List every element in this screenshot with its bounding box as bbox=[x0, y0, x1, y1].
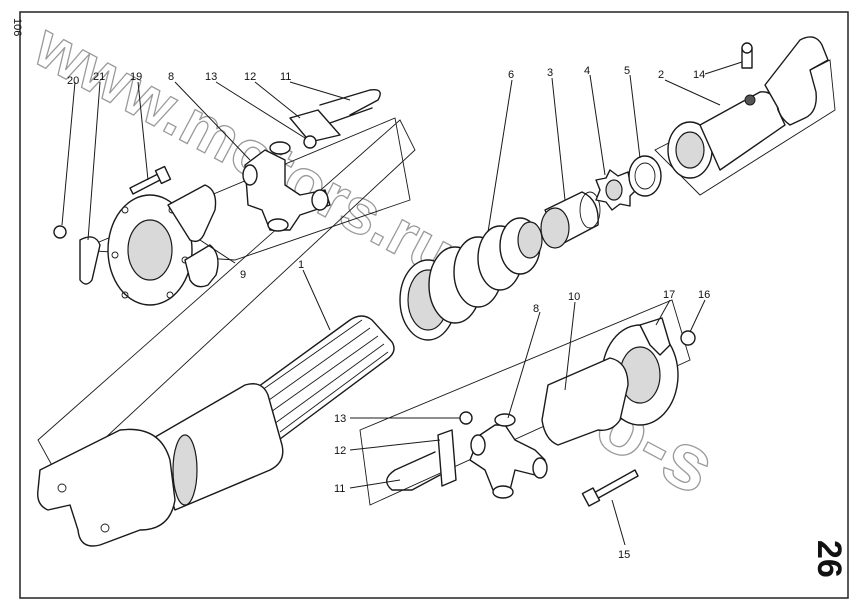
bolt-upper bbox=[129, 173, 161, 195]
part-label-8-lower: 8 bbox=[533, 303, 539, 315]
ring-part bbox=[628, 155, 662, 197]
part-label-3: 3 bbox=[547, 67, 553, 79]
nut-upper bbox=[53, 225, 67, 239]
leader-lines bbox=[61, 61, 743, 546]
part-label-12-upper: 12 bbox=[244, 71, 256, 83]
retaining-plate-upper bbox=[289, 109, 341, 143]
u-bolt-upper bbox=[319, 89, 381, 124]
upper-universal-joint-group bbox=[53, 89, 411, 306]
part-label-8-upper: 8 bbox=[168, 71, 174, 83]
figure-number: 26 bbox=[810, 540, 848, 578]
part-label-17: 17 bbox=[663, 289, 675, 301]
nut-13-lower bbox=[459, 411, 473, 425]
page-frame bbox=[19, 11, 849, 599]
part-label-12-lower: 12 bbox=[334, 445, 346, 457]
part-label-14: 14 bbox=[693, 69, 705, 81]
sleeve-yoke-part bbox=[654, 36, 836, 196]
retaining-plate-lower bbox=[437, 429, 457, 487]
part-label-6: 6 bbox=[508, 69, 514, 81]
nut-lower bbox=[680, 330, 696, 346]
u-bolt-lower bbox=[386, 451, 441, 491]
shaft-tube-part bbox=[37, 119, 416, 547]
part-label-19: 19 bbox=[130, 71, 142, 83]
part-label-4: 4 bbox=[584, 65, 590, 77]
part-label-2: 2 bbox=[658, 69, 664, 81]
star-washer-part bbox=[595, 169, 639, 211]
part-label-21: 21 bbox=[93, 71, 105, 83]
part-label-16: 16 bbox=[698, 289, 710, 301]
part-label-20: 20 bbox=[67, 75, 79, 87]
spline-shaft bbox=[239, 315, 395, 446]
flange-bore bbox=[127, 219, 173, 281]
grease-nipple-part bbox=[741, 42, 753, 69]
lower-flange-yoke bbox=[541, 357, 629, 446]
part-label-13-lower: 13 bbox=[334, 413, 346, 425]
nut-13-upper bbox=[303, 135, 317, 149]
part-label-11-lower: 11 bbox=[334, 483, 345, 495]
part-label-15: 15 bbox=[618, 549, 630, 561]
part-label-10: 10 bbox=[568, 291, 580, 303]
cross-spider-upper bbox=[244, 149, 331, 231]
tube-yoke bbox=[37, 428, 176, 547]
lock-plate-upper bbox=[79, 236, 101, 285]
bushing-part bbox=[540, 191, 601, 249]
lock-plate-lower bbox=[639, 317, 671, 356]
part-label-1: 1 bbox=[298, 259, 304, 271]
flange-yoke-ear-top bbox=[167, 184, 217, 243]
tube-weld-ring bbox=[172, 434, 198, 506]
lower-universal-joint-group bbox=[359, 299, 696, 507]
rubber-boot-part bbox=[399, 217, 543, 341]
spline-teeth bbox=[254, 319, 389, 433]
yoke-hole-b bbox=[100, 523, 110, 533]
page-number: 106 bbox=[11, 18, 23, 36]
yoke-hole-a bbox=[57, 483, 67, 493]
part-label-5: 5 bbox=[624, 65, 630, 77]
part-label-13-upper: 13 bbox=[205, 71, 217, 83]
part-label-9: 9 bbox=[240, 269, 246, 281]
part-label-11-upper: 11 bbox=[280, 71, 291, 83]
